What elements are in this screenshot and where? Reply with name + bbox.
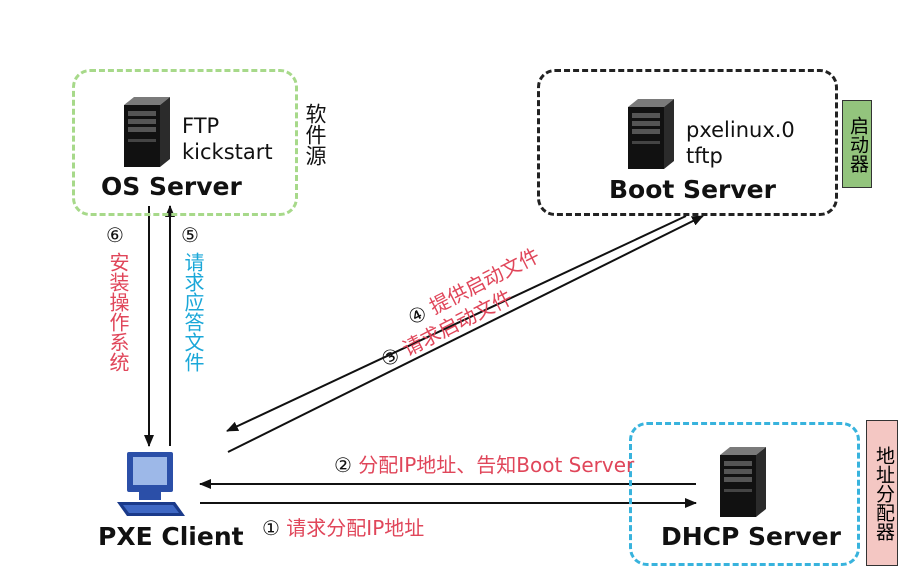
os-service-ftp: FTP xyxy=(182,114,220,138)
server-icon xyxy=(720,447,766,517)
step-6-text: 安装操作系统 xyxy=(106,252,130,372)
step-5-text: 请求应答文件 xyxy=(181,252,205,372)
step-2-number: ② xyxy=(334,453,352,477)
step-2-text: 分配IP地址、告知Boot Server xyxy=(358,453,635,477)
step-1-label: ① 请求分配IP地址 xyxy=(262,512,424,541)
step-1-number: ① xyxy=(262,516,280,540)
dhcp-server-box xyxy=(629,422,860,566)
dhcp-server-side-label: 地址分配器 xyxy=(866,420,898,566)
arrow-step4 xyxy=(226,215,687,432)
step-1-text: 请求分配IP地址 xyxy=(286,516,425,540)
boot-service-pxelinux: pxelinux.0 xyxy=(686,118,795,142)
os-server-side-label: 软件源 xyxy=(303,103,327,166)
os-service-kickstart: kickstart xyxy=(182,140,273,164)
pxe-client-title: PXE Client xyxy=(98,522,244,551)
step-5-number: ⑤ xyxy=(181,223,199,247)
boot-service-tftp: tftp xyxy=(686,144,723,168)
computer-icon xyxy=(117,452,185,516)
boot-server-title: Boot Server xyxy=(609,175,776,204)
server-icon xyxy=(124,97,170,167)
os-server-title: OS Server xyxy=(101,172,242,201)
server-icon xyxy=(628,99,674,169)
boot-server-side-label: 启动器 xyxy=(842,100,872,188)
arrow-step3 xyxy=(227,215,704,453)
boot-server-box xyxy=(537,69,838,216)
step-2-label: ② 分配IP地址、告知Boot Server xyxy=(334,449,634,478)
step-6-number: ⑥ xyxy=(106,223,124,247)
dhcp-server-title: DHCP Server xyxy=(661,522,841,551)
os-server-box xyxy=(72,69,298,216)
